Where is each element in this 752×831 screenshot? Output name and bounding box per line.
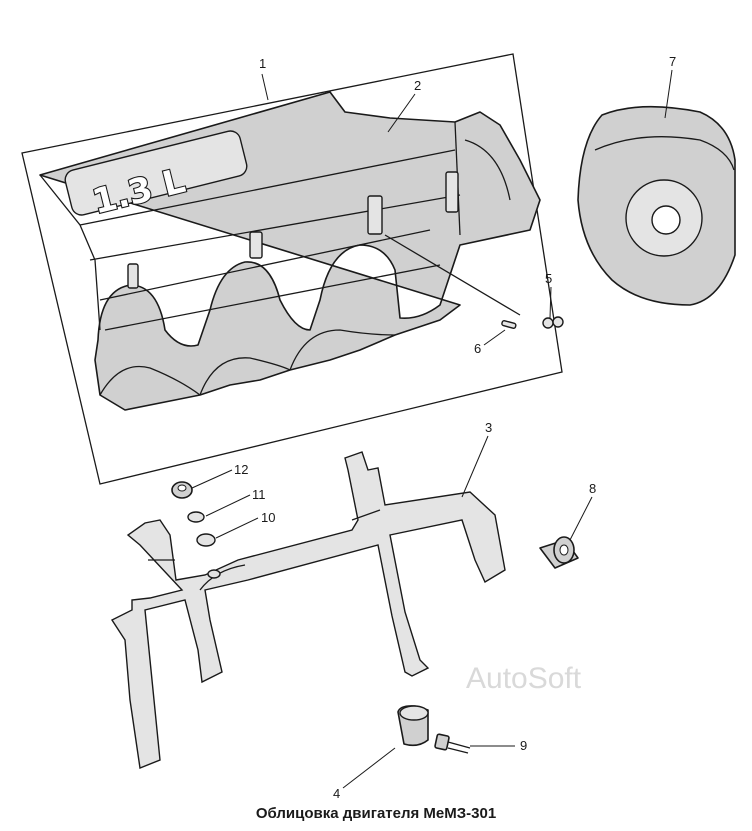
callout-12: 12 bbox=[234, 462, 248, 477]
rubber-bushing bbox=[539, 536, 579, 569]
leader-lines bbox=[191, 69, 673, 789]
callout-6: 6 bbox=[474, 341, 481, 356]
fastener-clip bbox=[542, 316, 564, 329]
watermark: AutoSoft bbox=[466, 662, 582, 695]
callout-4: 4 bbox=[333, 786, 340, 801]
engine-cover: 1.3 L bbox=[39, 91, 541, 411]
bolt bbox=[434, 733, 471, 754]
callout-3: 3 bbox=[485, 420, 492, 435]
air-cleaner-cover bbox=[577, 105, 736, 306]
callout-10: 10 bbox=[261, 510, 275, 525]
fastener-pin bbox=[501, 320, 517, 329]
mounting-bracket bbox=[110, 451, 506, 769]
callout-7: 7 bbox=[669, 54, 676, 69]
lock-washer bbox=[187, 511, 205, 523]
callout-1: 1 bbox=[259, 56, 266, 71]
callout-8: 8 bbox=[589, 481, 596, 496]
callout-9: 9 bbox=[520, 738, 527, 753]
flat-washer bbox=[196, 533, 216, 547]
callout-5: 5 bbox=[545, 271, 552, 286]
spacer-sleeve bbox=[397, 705, 429, 747]
callout-11: 11 bbox=[252, 487, 266, 502]
nut bbox=[171, 481, 193, 499]
callout-2: 2 bbox=[414, 78, 421, 93]
diagram-caption: Облицовка двигателя МеМЗ-301 bbox=[255, 805, 497, 822]
